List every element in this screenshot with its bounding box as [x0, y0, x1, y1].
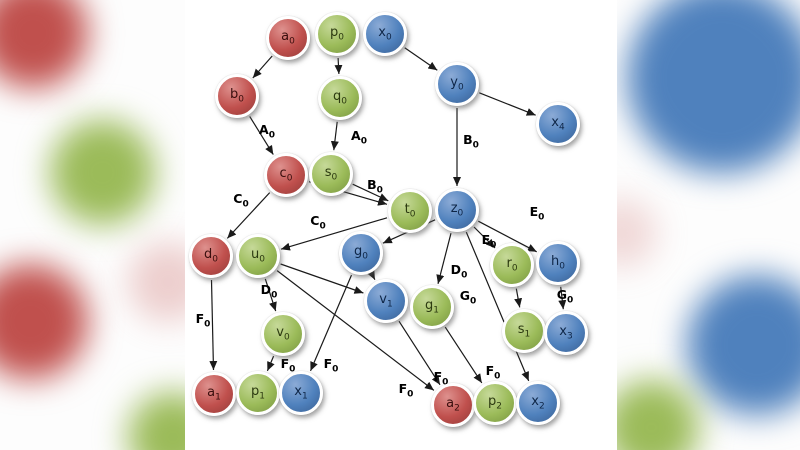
- diagram-panel: [185, 0, 617, 450]
- background-blob-blue-bottom-right: [687, 275, 800, 415]
- background-blob-blue-top-right: [627, 0, 800, 173]
- background-blob-green-bottom-right: [604, 380, 699, 450]
- background-blob-red-top-left: [0, 0, 88, 88]
- background-blob-red-bottom-left: [0, 264, 88, 379]
- background-blob-green-left: [50, 120, 155, 225]
